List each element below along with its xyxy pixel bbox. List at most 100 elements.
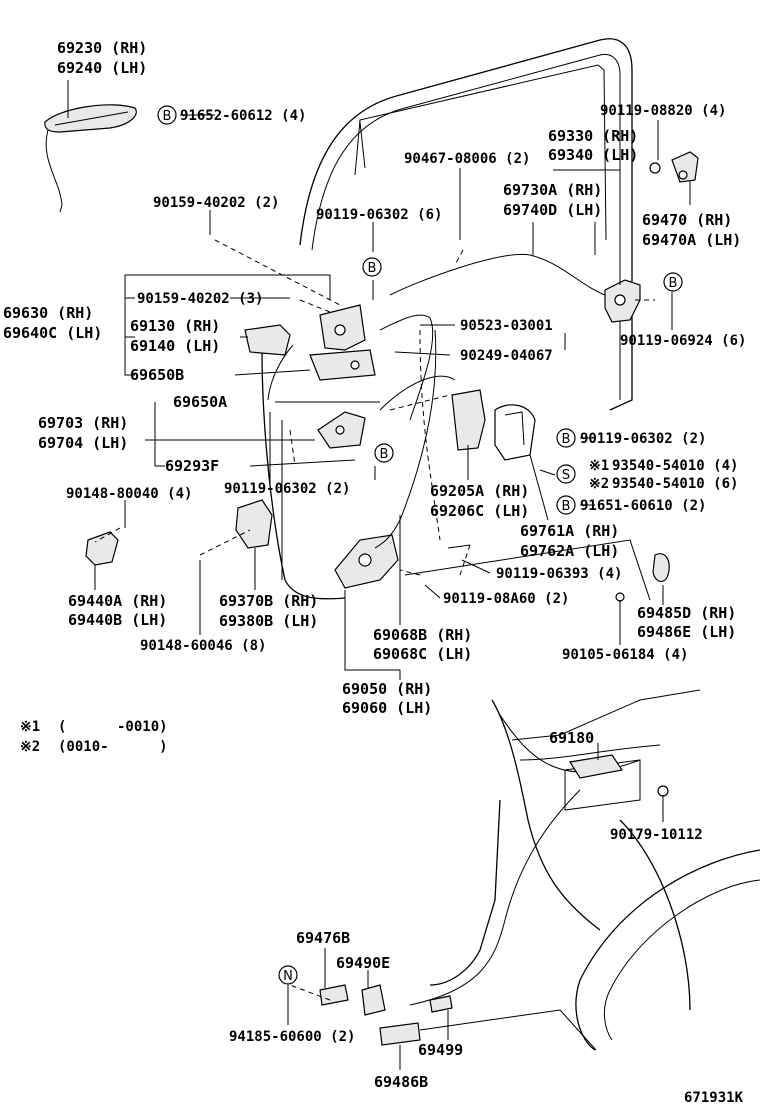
label-69476b: 69476B — [296, 929, 350, 947]
label-69380b: 69380B (LH) — [219, 612, 318, 630]
label-69068c: 69068C (LH) — [373, 645, 472, 663]
lower-bracket-part — [85, 531, 119, 566]
label-90159-b: 90159-40202 (3) — [137, 291, 263, 307]
note-1-mark: ※1 — [20, 719, 40, 735]
figure-id: 671931K — [684, 1090, 744, 1106]
label-69486b: 69486B — [374, 1073, 428, 1091]
marker-s: S — [556, 464, 576, 484]
hinge-part — [235, 499, 273, 549]
svg-text:B: B — [669, 276, 678, 291]
label-69293f: 69293F — [165, 457, 219, 475]
label-69650b: 69650B — [130, 366, 184, 384]
label-90119-06302-2b: 90119-06302 (2) — [580, 431, 706, 447]
label-69240: 69240 (LH) — [57, 59, 147, 77]
striker-part — [649, 151, 699, 183]
note-mark-1: ※1 — [589, 458, 609, 474]
label-69130: 69130 (RH) — [130, 317, 220, 335]
label-69703: 69703 (RH) — [38, 414, 128, 432]
label-69470: 69470 (RH) — [642, 211, 732, 229]
latch-cover-part — [494, 404, 536, 461]
svg-text:N: N — [283, 969, 293, 984]
label-90249: 90249-04067 — [460, 348, 553, 364]
label-69704: 69704 (LH) — [38, 434, 128, 452]
label-69180: 69180 — [549, 729, 594, 747]
label-94185: 94185-60600 (2) — [229, 1029, 355, 1045]
svg-text:B: B — [163, 109, 172, 124]
part-labels: 69230 (RH) 69240 (LH) 91652-60612 (4) 90… — [3, 39, 746, 1091]
label-69730a: 69730A (RH) — [503, 181, 602, 199]
vehicle-body-outline — [419, 689, 760, 1051]
inside-handle-part — [244, 324, 294, 401]
label-69490e: 69490E — [336, 954, 390, 972]
label-93540-1: 93540-54010 (4) — [612, 458, 738, 474]
remote-control-part — [309, 304, 376, 381]
notes: ※1 ( -0010) ※2 (0010- ) — [20, 719, 168, 755]
leader-lines — [67, 80, 691, 1070]
svg-text:S: S — [562, 468, 570, 483]
label-93540-2: 93540-54010 (6) — [612, 476, 738, 492]
label-69485d: 69485D (RH) — [637, 604, 736, 622]
label-90179: 90179-10112 — [610, 827, 703, 843]
marker-b-4: B — [374, 443, 394, 463]
marker-b-3: B — [663, 272, 683, 292]
label-69762a: 69762A (LH) — [520, 542, 619, 560]
label-69370b: 69370B (RH) — [219, 592, 318, 610]
label-90523: 90523-03001 — [460, 318, 553, 334]
label-69761a: 69761A (RH) — [520, 522, 619, 540]
label-69630: 69630 (RH) — [3, 304, 93, 322]
label-69205a: 69205A (RH) — [430, 482, 529, 500]
svg-text:B: B — [368, 261, 377, 276]
svg-text:B: B — [562, 432, 571, 447]
svg-text:B: B — [380, 447, 389, 462]
label-90467: 90467-08006 (2) — [404, 151, 530, 167]
note-2-text: (0010- ) — [58, 739, 168, 755]
marker-b-6: B — [556, 495, 576, 515]
label-90148-80040: 90148-80040 (4) — [66, 486, 192, 502]
note-1-text: ( -0010) — [58, 719, 168, 735]
label-90119-08820: 90119-08820 (4) — [600, 103, 726, 119]
label-90148-60046: 90148-60046 (8) — [140, 638, 266, 654]
label-91652: 91652-60612 (4) — [180, 108, 306, 124]
label-69470a: 69470A (LH) — [642, 231, 741, 249]
outside-handle-part — [44, 104, 137, 213]
marker-b-2: B — [362, 257, 382, 277]
svg-text:B: B — [562, 499, 571, 514]
label-90159-a: 90159-40202 (2) — [153, 195, 279, 211]
fuel-lid-lever-part — [569, 754, 669, 797]
label-69140: 69140 (LH) — [130, 337, 220, 355]
note-mark-2: ※2 — [589, 476, 609, 492]
door-cables — [374, 253, 606, 549]
label-69440a: 69440A (RH) — [68, 592, 167, 610]
label-69640c: 69640C (LH) — [3, 324, 102, 342]
rear-upper-lock-part — [604, 279, 641, 323]
marker-n: N — [278, 965, 298, 985]
label-69740d: 69740D (LH) — [503, 201, 602, 219]
label-69499: 69499 — [418, 1041, 463, 1059]
label-90119-06302-2a: 90119-06302 (2) — [224, 481, 350, 497]
label-90105: 90105-06184 (4) — [562, 647, 688, 663]
label-69650a: 69650A — [173, 393, 227, 411]
center-latch-part — [451, 389, 486, 451]
roller-part — [615, 553, 670, 602]
label-90119-08a60: 90119-08A60 (2) — [443, 591, 569, 607]
label-90119-06924: 90119-06924 (6) — [620, 333, 746, 349]
door-outline — [261, 38, 651, 601]
label-69068b: 69068B (RH) — [373, 626, 472, 644]
label-69340: 69340 (LH) — [548, 146, 638, 164]
lower-latch-part — [334, 534, 399, 589]
lock-actuator-part — [317, 411, 366, 449]
label-90119-06302-6: 90119-06302 (6) — [316, 207, 442, 223]
label-69206c: 69206C (LH) — [430, 502, 529, 520]
label-69440b: 69440B (LH) — [68, 611, 167, 629]
lower-cable-parts — [319, 789, 581, 1046]
marker-b-1: B — [157, 105, 177, 125]
label-69060: 69060 (LH) — [342, 699, 432, 717]
label-69486e: 69486E (LH) — [637, 623, 736, 641]
marker-b-5: B — [556, 428, 576, 448]
dashed-leaders — [94, 239, 655, 1001]
note-2-mark: ※2 — [20, 739, 40, 755]
label-91651: 91651-60610 (2) — [580, 498, 706, 514]
label-69230: 69230 (RH) — [57, 39, 147, 57]
label-69050: 69050 (RH) — [342, 680, 432, 698]
